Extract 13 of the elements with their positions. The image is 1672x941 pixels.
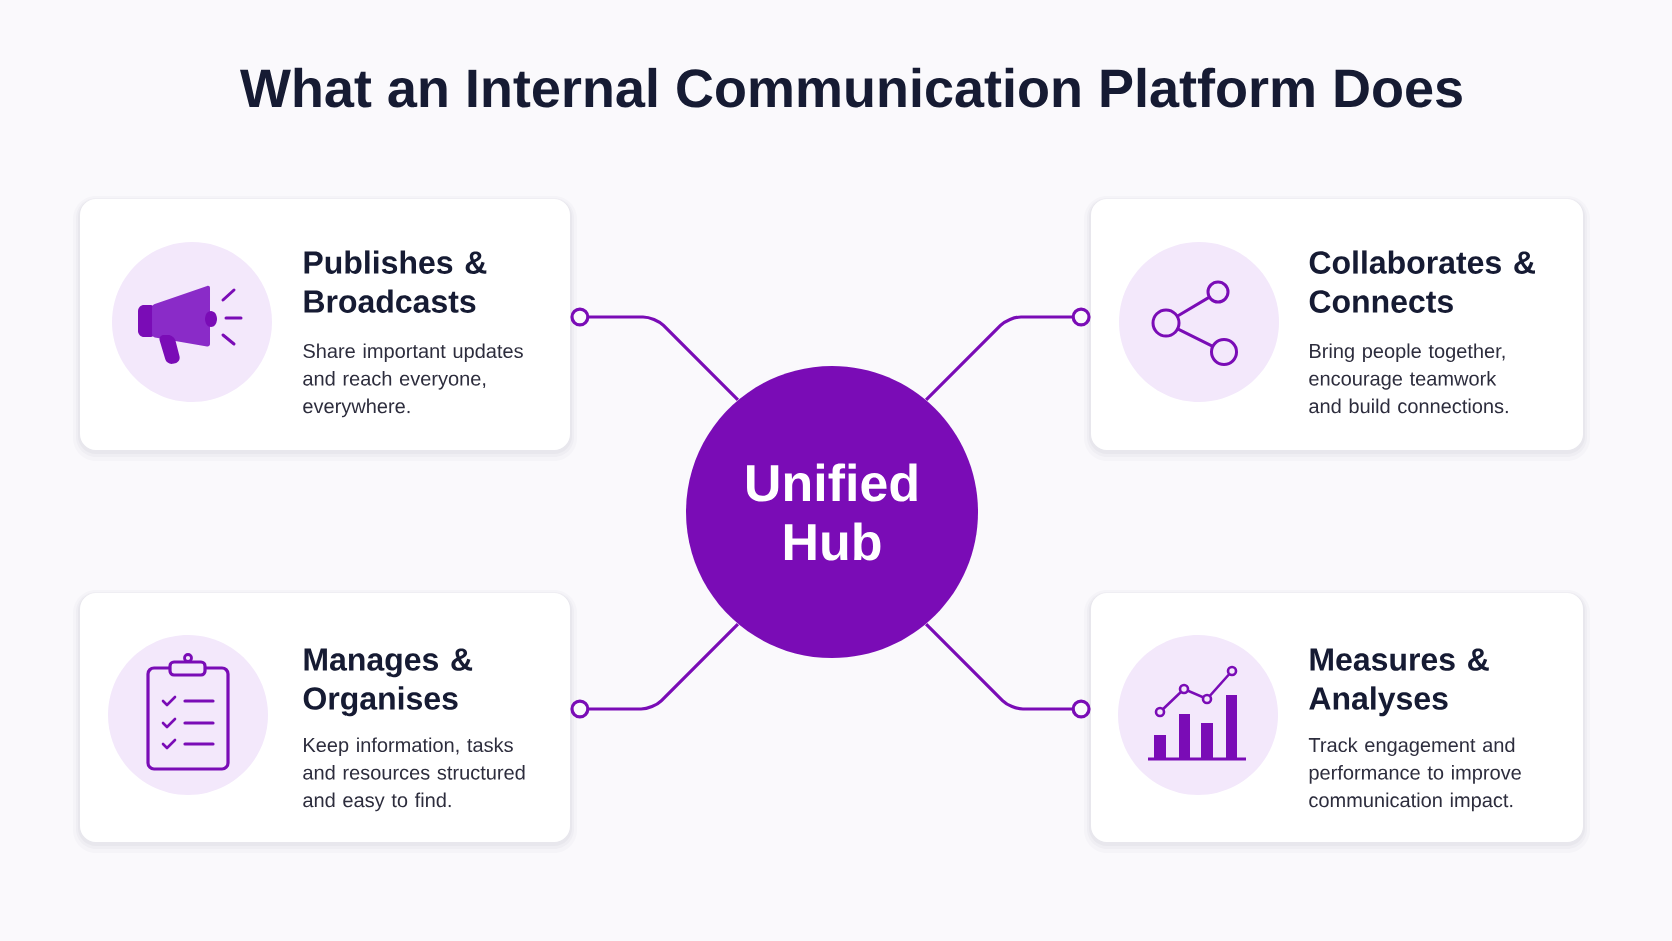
card-description: Bring people together, encourage teamwork and build connections. [1309, 343, 1508, 414]
connector [570, 307, 740, 401]
card-heading: Manages & Organises [303, 648, 473, 717]
connector [570, 623, 740, 719]
connector [925, 623, 1091, 719]
card-description: Track engagement and performance to improve communication impact. [1308, 737, 1521, 812]
card-description: Share important updates and reach everyone, everywhere. [303, 343, 523, 418]
title: What an Internal Communication Platform Does [240, 67, 1462, 108]
connector [924, 307, 1091, 401]
card-heading: Publishes & Broadcasts [304, 250, 487, 313]
card-heading: Collaborates & Connects [1309, 250, 1535, 313]
card-heading: Measures & Analyses [1309, 648, 1489, 717]
card-description: Keep information, tasks and resources structured and easy to find. [303, 737, 525, 812]
